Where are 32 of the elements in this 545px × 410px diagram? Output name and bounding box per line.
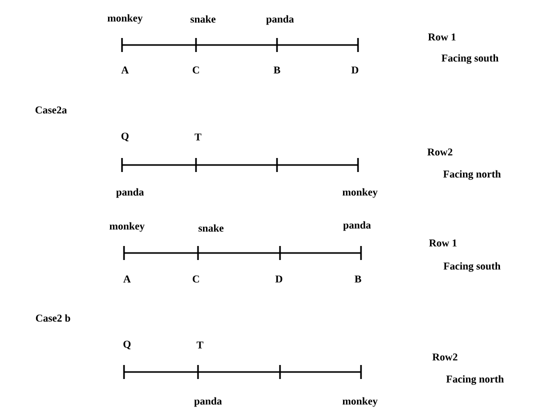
animal-label: panda bbox=[266, 15, 294, 25]
animal-label: monkey bbox=[108, 14, 143, 24]
person-label: C bbox=[192, 276, 199, 283]
case-label: Case2 b bbox=[36, 314, 70, 322]
person-label: B bbox=[354, 276, 362, 282]
animal-label: panda bbox=[194, 397, 222, 407]
person-label: D bbox=[351, 66, 358, 74]
person-label: T bbox=[196, 342, 204, 348]
animal-label: panda bbox=[343, 221, 371, 231]
row-label: Row2 bbox=[432, 354, 458, 361]
animal-label: snake bbox=[190, 15, 216, 23]
person-label: A bbox=[123, 276, 131, 282]
person-label: D bbox=[275, 276, 282, 282]
person-label: B bbox=[274, 66, 280, 74]
person-label: C bbox=[192, 66, 199, 74]
row-label: Facing south bbox=[442, 54, 498, 64]
row-label: Facing north bbox=[446, 375, 504, 385]
animal-label: monkey bbox=[110, 222, 145, 232]
case-label: Case2a bbox=[36, 106, 67, 114]
row-label: Facing north bbox=[443, 170, 501, 180]
person-label: Q bbox=[123, 340, 131, 350]
person-label: Q bbox=[121, 132, 129, 142]
row-label: Row 1 bbox=[429, 240, 457, 246]
person-label: A bbox=[121, 66, 129, 74]
animal-label: snake bbox=[198, 224, 224, 232]
animal-label: monkey bbox=[342, 188, 378, 198]
row-label: Row 1 bbox=[428, 34, 456, 40]
row-label: Facing south bbox=[444, 262, 500, 272]
animal-label: monkey bbox=[342, 397, 378, 407]
row-label: Row2 bbox=[427, 148, 452, 156]
animal-label: panda bbox=[116, 188, 144, 198]
person-label: T bbox=[194, 134, 202, 140]
